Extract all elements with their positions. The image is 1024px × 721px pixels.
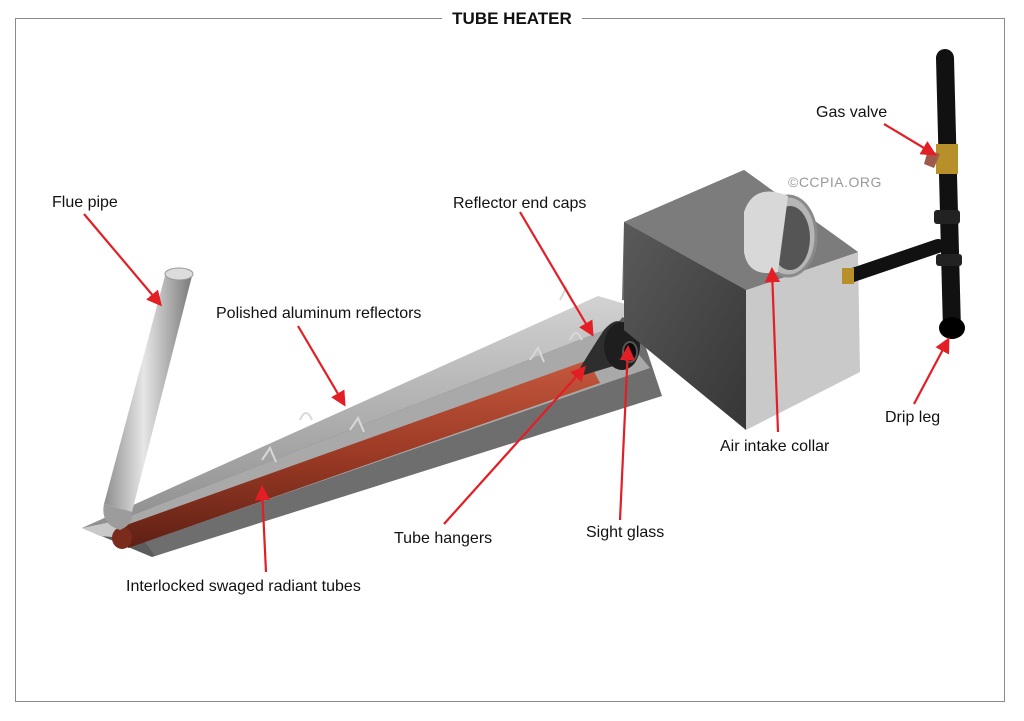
- label-flue-pipe: Flue pipe: [52, 194, 118, 211]
- label-sight-glass: Sight glass: [586, 524, 665, 541]
- sight-glass: [622, 341, 638, 363]
- air-intake-collar: [744, 191, 818, 278]
- label-polished-reflectors: Polished aluminum reflectors: [216, 305, 422, 322]
- burner-box: [622, 170, 860, 430]
- label-tube-hangers: Tube hangers: [394, 530, 493, 547]
- label-drip-leg: Drip leg: [885, 409, 941, 426]
- flue-pipe: [103, 267, 194, 530]
- label-reflector-end-caps: Reflector end caps: [453, 195, 587, 212]
- radiant-tube: [112, 360, 600, 549]
- callout-arrows: [83, 123, 950, 573]
- copyright-text: ©CCPIA.ORG: [788, 174, 882, 190]
- label-air-intake-collar: Air intake collar: [720, 438, 830, 455]
- diagram-title: TUBE HEATER: [0, 9, 1024, 29]
- label-gas-valve: Gas valve: [816, 104, 888, 121]
- gas-piping: [842, 49, 965, 339]
- label-radiant-tubes: Interlocked swaged radiant tubes: [126, 578, 361, 595]
